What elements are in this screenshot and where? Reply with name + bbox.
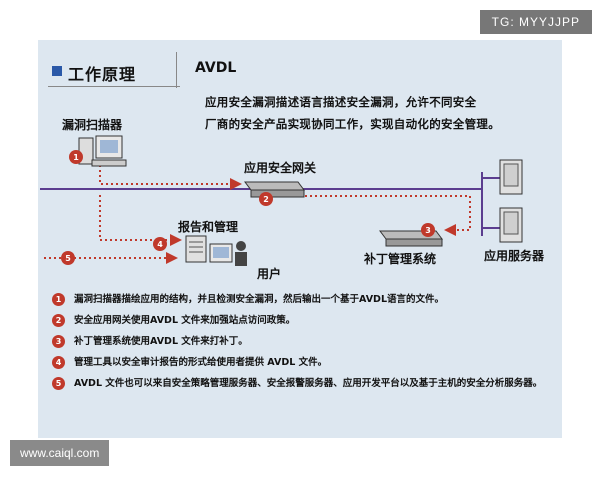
section-subtitle: AVDL <box>195 60 237 76</box>
note-number-badge: 1 <box>52 293 65 306</box>
servers-label: 应用服务器 <box>484 248 545 263</box>
title-vertical-divider <box>176 52 177 88</box>
description-line-1: 应用安全漏洞描述语言描述安全漏洞，允许不同安全 <box>205 95 477 109</box>
flow-scanner-to-report <box>99 195 182 246</box>
marker-1-text: 1 <box>73 153 79 162</box>
marker-5: 5 <box>61 251 75 265</box>
marker-3: 3 <box>421 223 435 237</box>
marker-1: 1 <box>69 150 83 164</box>
marker-4: 4 <box>153 237 167 251</box>
marker-4-text: 4 <box>157 240 163 249</box>
scanner-label: 漏洞扫描器 <box>62 117 123 132</box>
description: 应用安全漏洞描述语言描述安全漏洞，允许不同安全 厂商的安全产品实现协同工作，实现… <box>205 91 555 135</box>
marker-2-text: 2 <box>263 195 269 204</box>
patch-label: 补丁管理系统 <box>363 251 436 266</box>
note-text: 安全应用网关使用AVDL 文件来加强站点访问政策。 <box>74 315 296 326</box>
note-number-badge: 5 <box>52 377 65 390</box>
note-text: 漏洞扫描器描绘应用的结构，并且检测安全漏洞，然后输出一个基于AVDL语言的文件。 <box>74 294 445 305</box>
note-number-badge: 4 <box>52 356 65 369</box>
marker-5-text: 5 <box>65 254 71 263</box>
list-item: 1 漏洞扫描器描绘应用的结构，并且检测安全漏洞，然后输出一个基于AVDL语言的文件… <box>52 292 552 307</box>
description-line-2: 厂商的安全产品实现协同工作，实现自动化的安全管理。 <box>205 117 500 131</box>
gateway-label: 应用安全网关 <box>244 160 316 175</box>
report-label: 报告和管理 <box>178 219 238 234</box>
flow-scanner-to-gateway <box>99 165 242 190</box>
flow-gateway-to-patch <box>300 195 471 236</box>
note-text: 补丁管理系统使用AVDL 文件来打补丁。 <box>74 336 248 347</box>
note-text: AVDL 文件也可以来自安全策略管理服务器、安全报警服务器、应用开发平台以及基于… <box>74 378 543 389</box>
list-item: 4 管理工具以安全审计报告的形式给使用者提供 AVDL 文件。 <box>52 355 552 370</box>
watermark-bottom-left[interactable]: www.caiql.com <box>10 440 110 466</box>
title-bullet-icon <box>52 66 62 76</box>
list-item: 5 AVDL 文件也可以来自安全策略管理服务器、安全报警服务器、应用开发平台以及基… <box>52 376 552 391</box>
gateway-device-icon <box>244 181 305 198</box>
list-item: 2 安全应用网关使用AVDL 文件来加强站点访问政策。 <box>52 313 552 328</box>
list-item: 3 补丁管理系统使用AVDL 文件来打补丁。 <box>52 334 552 349</box>
notes-list: 1 漏洞扫描器描绘应用的结构，并且检测安全漏洞，然后输出一个基于AVDL语言的文件… <box>52 292 552 397</box>
note-number-badge: 2 <box>52 314 65 327</box>
title-divider <box>48 86 180 87</box>
scanner-computer-icon <box>78 135 127 167</box>
marker-2: 2 <box>259 192 273 206</box>
report-management-icon <box>185 235 247 266</box>
server-bottom-icon <box>499 207 523 243</box>
note-text: 管理工具以安全审计报告的形式给使用者提供 AVDL 文件。 <box>74 357 328 368</box>
watermark-top-right: TG: MYYJJPP <box>479 10 592 34</box>
page-title: 工作原理 <box>68 65 137 84</box>
marker-3-text: 3 <box>425 226 431 235</box>
note-number-badge: 3 <box>52 335 65 348</box>
server-top-icon <box>499 159 523 195</box>
user-label: 用户 <box>256 266 281 281</box>
